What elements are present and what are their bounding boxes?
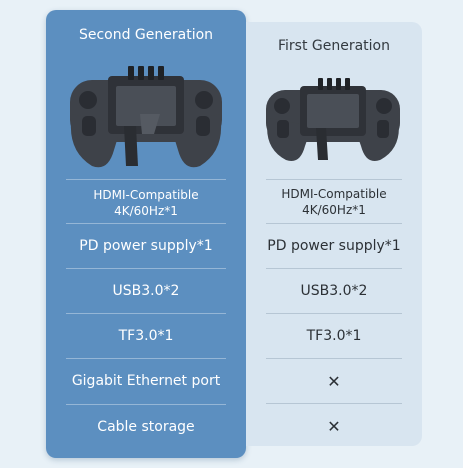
cross-icon: ✕: [327, 416, 341, 436]
pd-label: PD power supply*1: [267, 238, 401, 254]
tf-feature: TF3.0*1: [246, 314, 422, 358]
row-divider: [266, 313, 402, 314]
hdmi-feature: HDMI-Compatible 4K/60Hz*1: [246, 180, 422, 224]
usb-label: USB3.0*2: [300, 283, 368, 299]
row-divider: [66, 179, 226, 180]
first-generation-title: First Generation: [277, 38, 390, 54]
row-divider: [66, 313, 226, 314]
first-gen-handheld-image: [266, 78, 400, 162]
usb-feature: USB3.0*2: [46, 269, 246, 313]
ethernet-label: Gigabit Ethernet port: [71, 373, 221, 389]
hdmi-spec: 4K/60Hz*1: [114, 204, 178, 218]
tf-label: TF3.0*1: [118, 328, 174, 344]
hdmi-spec: 4K/60Hz*1: [302, 203, 366, 217]
pd-label: PD power supply*1: [79, 238, 213, 254]
hdmi-label: HDMI-Compatible: [93, 188, 199, 202]
usb-feature: USB3.0*2: [246, 269, 422, 313]
ethernet-feature: ✕: [246, 359, 422, 403]
cable-feature: ✕: [246, 404, 422, 448]
row-divider: [66, 223, 226, 224]
row-divider: [66, 404, 226, 405]
pd-feature: PD power supply*1: [46, 224, 246, 268]
hdmi-label: HDMI-Compatible: [281, 187, 387, 201]
row-divider: [266, 223, 402, 224]
tf-label: TF3.0*1: [306, 328, 362, 344]
pd-feature: PD power supply*1: [246, 224, 422, 268]
second-gen-handheld-image: [70, 66, 222, 168]
hdmi-feature: HDMI-Compatible 4K/60Hz*1: [46, 181, 246, 225]
cable-label: Cable storage: [97, 419, 195, 435]
row-divider: [266, 179, 402, 180]
first-generation-column: First Generation HDMI-Compatible 4K/60Hz…: [246, 22, 422, 446]
tf-feature: TF3.0*1: [46, 314, 246, 358]
row-divider: [266, 268, 402, 269]
usb-label: USB3.0*2: [112, 283, 180, 299]
second-generation-title: Second Generation: [78, 27, 214, 43]
row-divider: [266, 403, 402, 404]
second-generation-column: Second Generation HDMI-Compatible 4K/60H…: [46, 10, 246, 458]
row-divider: [266, 358, 402, 359]
row-divider: [66, 358, 226, 359]
cross-icon: ✕: [327, 371, 341, 391]
row-divider: [66, 268, 226, 269]
cable-feature: Cable storage: [46, 405, 246, 449]
ethernet-feature: Gigabit Ethernet port: [46, 359, 246, 403]
